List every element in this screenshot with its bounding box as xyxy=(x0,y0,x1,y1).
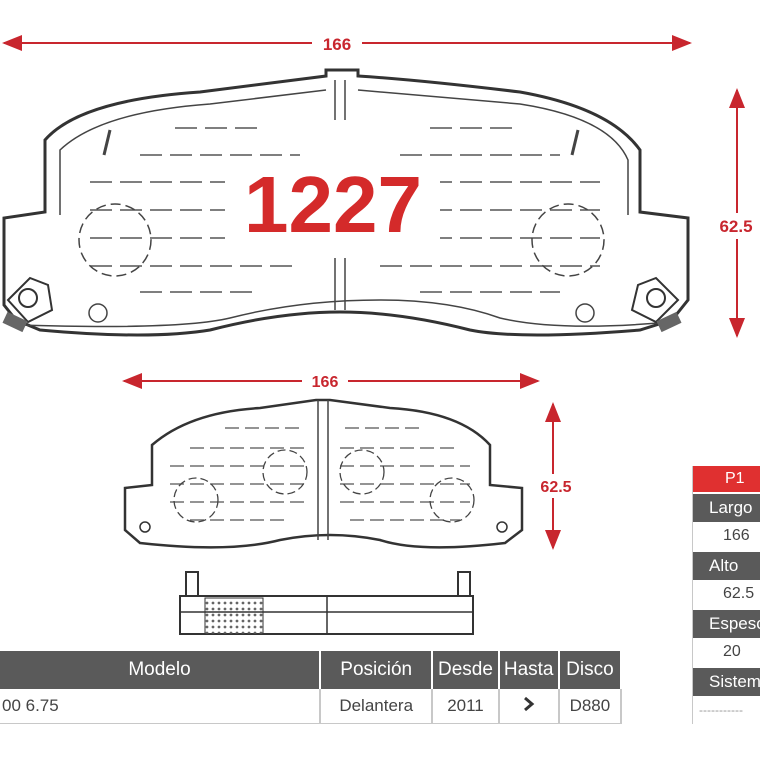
pad-side-profile xyxy=(179,571,474,635)
cell-posicion: Delantera xyxy=(320,689,434,724)
spec-label-espesor: Espeso xyxy=(693,608,760,638)
cell-desde: 2011 xyxy=(432,689,500,724)
specs-header: P1 xyxy=(693,466,760,492)
top-left-mount-hole xyxy=(18,288,38,308)
cell-disco: D880 xyxy=(558,689,623,724)
bottom-height-label: 62.5 xyxy=(540,479,571,496)
top-pad-outline xyxy=(2,68,690,337)
column-header-desde: Desde xyxy=(432,651,500,689)
specs-panel: P1 Largo 166 Alto 62.5 Espeso 20 Sistem … xyxy=(692,466,760,724)
part-number: 1227 xyxy=(244,160,422,249)
top-right-ear xyxy=(630,276,680,324)
spec-value-sistema: ----------- xyxy=(693,696,760,724)
bottom-width-label: 166 xyxy=(312,374,339,391)
bottom-groove-lines xyxy=(170,427,470,521)
cell-modelo: 00 6.75 xyxy=(0,689,322,724)
top-piston-circle-left xyxy=(78,203,152,277)
top-pad-view: 166 62.5 xyxy=(2,32,756,338)
spec-label-alto: Alto xyxy=(693,550,760,580)
bottom-pad-outline xyxy=(123,398,524,549)
top-piston-circle-right xyxy=(531,203,605,277)
cell-hasta xyxy=(498,689,560,724)
top-right-mount-hole xyxy=(646,288,666,308)
bottom-pad-view: 166 62.5 xyxy=(122,370,578,635)
top-width-label: 166 xyxy=(323,35,351,54)
column-header-hasta: Hasta xyxy=(498,651,560,689)
top-right-wear-indicator xyxy=(656,311,682,333)
spec-label-largo: Largo xyxy=(693,492,760,522)
spec-value-alto: 62.5 xyxy=(693,580,760,608)
column-header-modelo: Modelo xyxy=(0,651,322,689)
spec-value-largo: 166 xyxy=(693,522,760,550)
spec-value-espesor: 20 xyxy=(693,638,760,666)
top-left-ear xyxy=(6,276,54,324)
column-header-disco: Disco xyxy=(558,651,623,689)
application-table: Modelo Posición Desde Hasta Disco 00 6.7… xyxy=(0,651,623,724)
spec-label-sistema: Sistem xyxy=(693,666,760,696)
table-row: 00 6.75 Delantera 2011 D880 xyxy=(0,689,623,724)
top-left-wear-indicator xyxy=(2,311,28,333)
table-header-row: Modelo Posición Desde Hasta Disco xyxy=(0,651,623,689)
top-height-label: 62.5 xyxy=(719,217,752,236)
chevron-right-icon xyxy=(523,696,534,711)
column-header-posicion: Posición xyxy=(320,651,434,689)
